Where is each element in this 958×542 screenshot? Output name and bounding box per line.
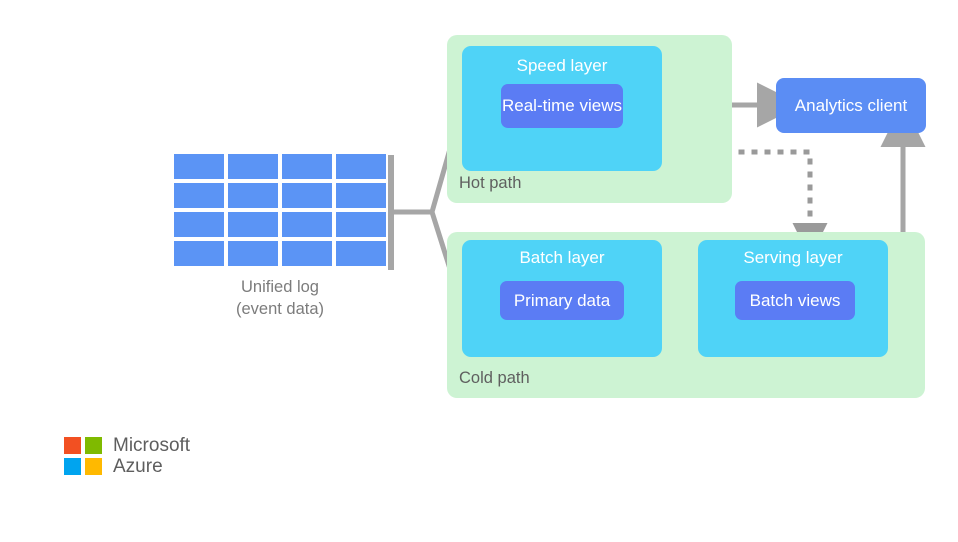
unified-log-caption-line2: (event data) [235,300,325,318]
speed-layer-title: Speed layer [516,56,608,75]
batch-views-box: Batch views [735,281,855,320]
log-cell [282,154,332,179]
log-cell [336,212,386,237]
cold-path-label: Cold path [459,369,530,387]
microsoft-logo-icon [64,437,102,475]
yellow-square [85,458,102,475]
log-cell [336,154,386,179]
unified-log-caption: Unified log (event data) [176,276,384,320]
log-cell [228,154,278,179]
log-cell [174,183,224,208]
log-cell [336,183,386,208]
red-square [64,437,81,454]
log-cell [174,154,224,179]
hot-path-label: Hot path [459,174,522,192]
unified-log-grid [174,154,386,270]
serving-layer-title: Serving layer [743,248,843,267]
azure-wordmark-line2: Azure [113,456,163,477]
log-cell [228,241,278,266]
blue-square [64,458,81,475]
log-cell [282,183,332,208]
azure-wordmark-line1: Microsoft [113,435,191,456]
log-cell [228,183,278,208]
log-cell [282,241,332,266]
real-time-views-box: Real-time views [501,84,623,128]
microsoft-azure-logo: Microsoft Azure [64,435,190,477]
primary-data-box: Primary data [500,281,624,320]
log-cell [282,212,332,237]
log-cell [228,212,278,237]
unified-log-caption-line1: Unified log [241,278,319,296]
analytics-client-box: Analytics client [776,78,926,133]
log-cell [174,241,224,266]
log-cell [174,212,224,237]
batch-layer-title: Batch layer [519,248,605,267]
azure-wordmark: Microsoft Azure [113,435,190,477]
green-square [85,437,102,454]
log-cell [336,241,386,266]
